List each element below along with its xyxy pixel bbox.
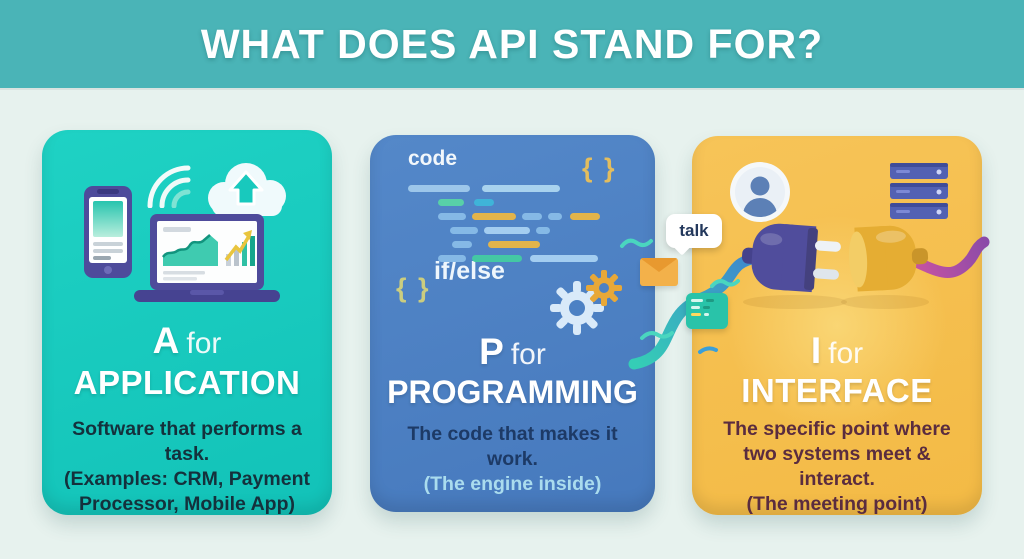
gear-icon xyxy=(550,281,604,335)
curly-braces-icon: { } xyxy=(582,153,617,183)
gear-icon xyxy=(586,270,622,306)
card-for-word: for xyxy=(186,327,222,360)
description-text: The code that makes it work. xyxy=(407,423,618,470)
card-programming: code { } { } if/else xyxy=(370,135,655,512)
card-interface-description: The specific point where two systems mee… xyxy=(705,417,969,517)
page-title: WHAT DOES API STAND FOR? xyxy=(200,20,824,67)
card-for-word: for xyxy=(510,338,546,371)
card-interface-word: INTERFACE xyxy=(741,372,933,409)
laptop-analytics-icon xyxy=(134,214,280,302)
card-letter: A xyxy=(152,320,180,361)
card-letter: P xyxy=(479,331,504,372)
card-for-word: for xyxy=(828,337,864,370)
card-programming-description: The code that makes it work. (The engine… xyxy=(383,422,642,497)
code-label: code xyxy=(408,147,458,170)
wifi-signal-icon xyxy=(147,165,191,208)
curly-braces-icon: { } xyxy=(396,273,431,303)
description-text: Software that performs a task. xyxy=(72,418,302,465)
description-text: The specific point where two systems mee… xyxy=(723,418,951,490)
server-icon xyxy=(890,163,948,219)
code-chip-icon xyxy=(686,293,728,329)
subtitle-text: (The engine inside) xyxy=(423,473,602,495)
card-application-word: APPLICATION xyxy=(73,364,301,401)
talk-speech-bubble: talk xyxy=(666,214,722,248)
card-application-description: Software that performs a task. (Examples… xyxy=(55,417,319,517)
cloud-upload-icon xyxy=(208,163,286,216)
card-programming-word: PROGRAMMING xyxy=(387,374,638,410)
card-letter: I xyxy=(810,330,822,371)
envelope-icon xyxy=(640,258,678,286)
example-text: (Examples: CRM, Payment Processor, Mobil… xyxy=(64,468,310,515)
smartphone-icon xyxy=(84,186,132,278)
subtitle-text: (The meeting point) xyxy=(746,493,928,515)
user-avatar-icon xyxy=(730,162,790,222)
header-banner: WHAT DOES API STAND FOR? xyxy=(0,0,1024,88)
